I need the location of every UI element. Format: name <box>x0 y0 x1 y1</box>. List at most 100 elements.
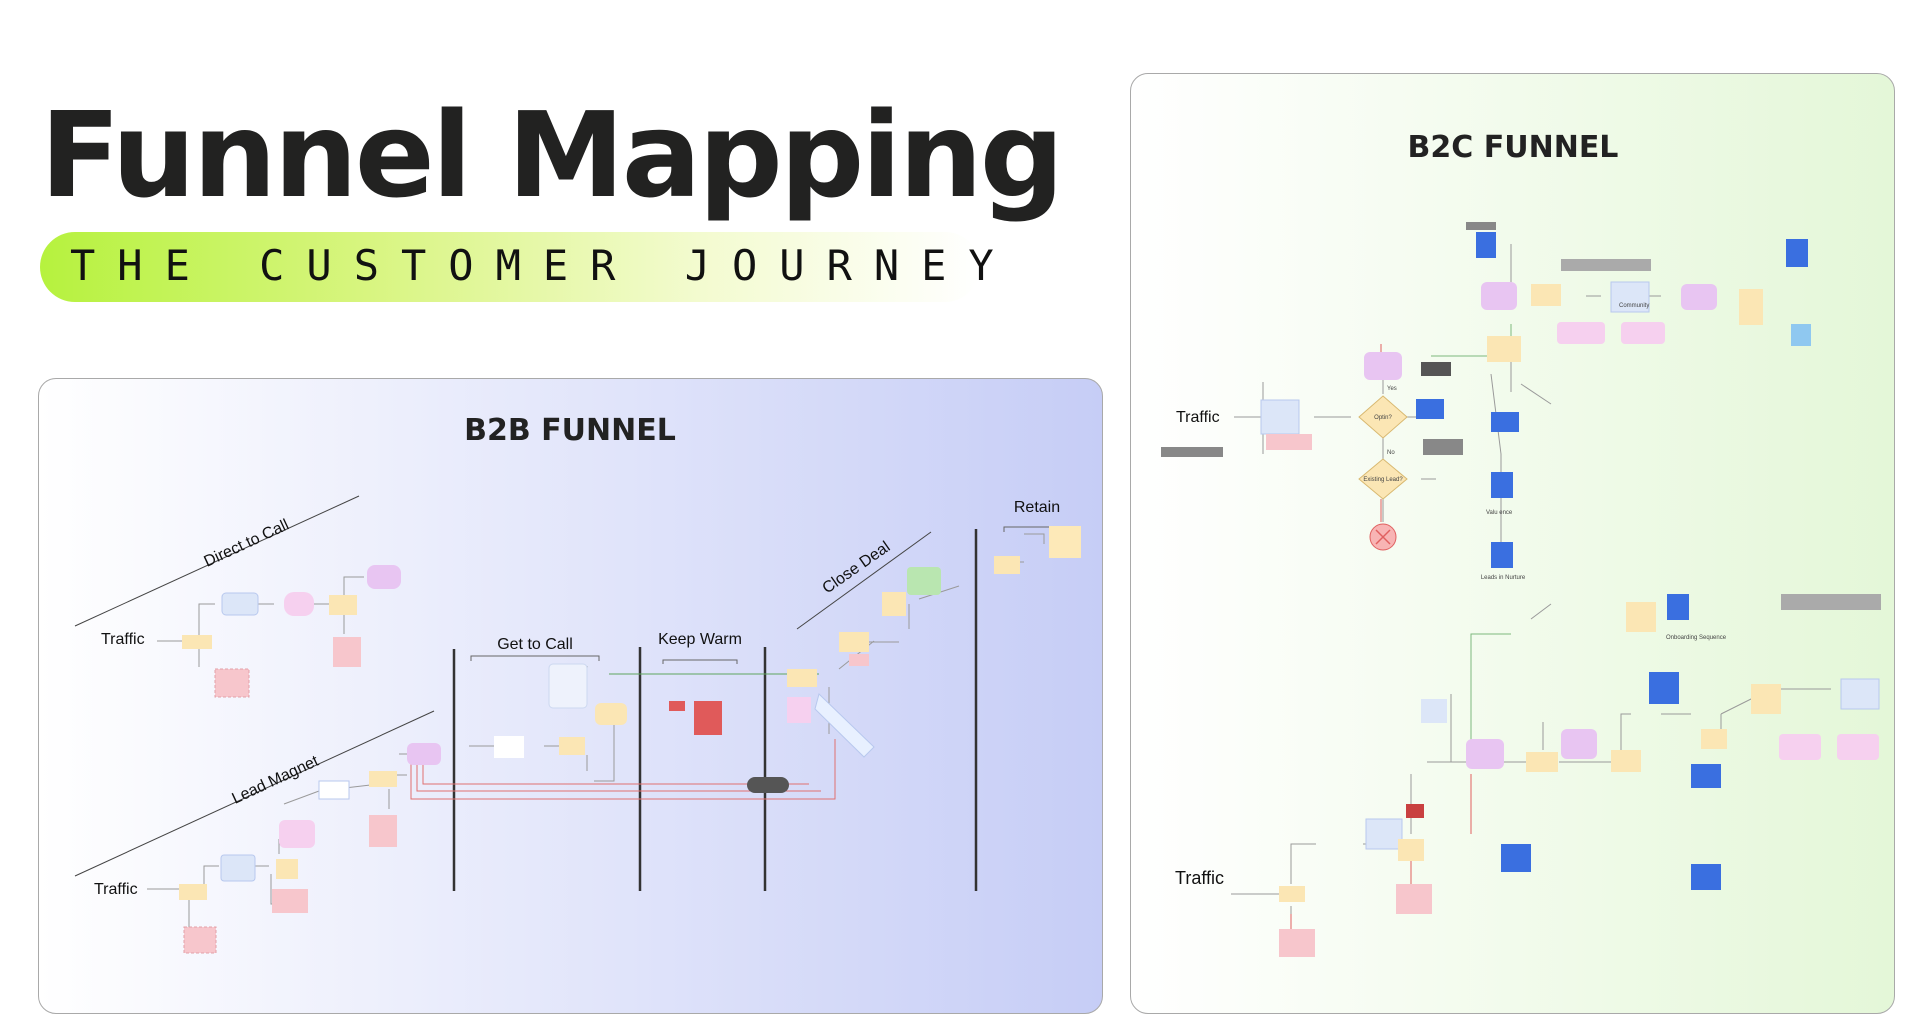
subtitle-highlight <box>40 232 980 302</box>
b2b-node <box>907 567 941 595</box>
b2c-node <box>1779 734 1821 760</box>
b2c-node <box>1260 399 1300 435</box>
b2c-node <box>1481 282 1517 310</box>
stage-label-get-to-call: Get to Call <box>497 636 573 653</box>
b2c-node <box>1279 886 1305 902</box>
b2b-node <box>220 854 256 882</box>
b2b-node <box>276 859 298 879</box>
b2c-node <box>1396 884 1432 914</box>
b2c-node <box>1561 259 1651 271</box>
b2c-node <box>1406 804 1424 818</box>
b2c-node <box>1621 322 1665 344</box>
b2c-funnel-panel: B2C FUNNEL Traffic Traffic <box>1130 73 1895 1014</box>
b2c-node <box>1279 929 1315 957</box>
b2b-node <box>882 592 906 616</box>
value-sequence-label: Valu ence <box>1486 510 1513 516</box>
b2c-nodes <box>1161 222 1881 957</box>
b2c-node <box>1466 222 1496 230</box>
stage-label-retain: Retain <box>1014 499 1060 516</box>
b2b-node <box>407 743 441 765</box>
b2b-node <box>548 663 588 709</box>
traffic-label-top: Traffic <box>1176 409 1220 426</box>
traffic-label-bottom: Traffic <box>94 881 138 898</box>
b2b-node <box>214 668 250 698</box>
b2b-node <box>333 637 361 667</box>
b2c-node <box>1466 739 1504 769</box>
b2b-node <box>369 815 397 847</box>
b2b-node <box>787 669 817 687</box>
b2b-node <box>669 701 685 711</box>
b2c-node <box>1610 281 1650 313</box>
b2c-node <box>1561 729 1597 759</box>
b2c-node <box>1491 542 1513 568</box>
b2c-node <box>1491 412 1519 432</box>
b2b-node <box>329 595 357 615</box>
b2b-node <box>318 780 350 800</box>
b2b-funnel-diagram: B2B FUNNEL Direct to Call Lead Magnet Ge… <box>74 413 1081 954</box>
b2c-node <box>1626 602 1656 632</box>
b2b-node <box>559 737 585 755</box>
traffic-label-bottom: Traffic <box>1175 868 1224 888</box>
b2b-node <box>595 703 627 725</box>
b2b-node <box>849 654 869 666</box>
b2b-node <box>272 889 308 913</box>
b2b-node <box>221 592 259 616</box>
stage-label-keep-warm: Keep Warm <box>658 631 742 648</box>
b2c-node <box>1398 839 1424 861</box>
b2b-title: B2B FUNNEL <box>464 413 676 448</box>
b2c-node <box>1786 239 1808 267</box>
stage-label-lead-magnet: Lead Magnet <box>230 753 322 808</box>
no-label: No <box>1387 450 1395 456</box>
b2c-decision-node <box>1358 458 1408 500</box>
b2c-node <box>1691 764 1721 788</box>
b2c-node <box>1476 232 1496 258</box>
b2c-decision-node <box>1358 395 1408 439</box>
b2c-node <box>1667 594 1689 620</box>
stage-label-close-deal: Close Deal <box>820 538 894 597</box>
cursor-arrow-icon <box>814 693 875 758</box>
b2c-node <box>1364 352 1402 380</box>
b2c-node <box>1840 678 1880 710</box>
yes-label: Yes <box>1387 386 1397 392</box>
b2b-node <box>494 736 524 758</box>
b2c-funnel-diagram: B2C FUNNEL Traffic Traffic <box>1161 130 1881 957</box>
b2c-node <box>1421 362 1451 376</box>
b2c-node <box>1491 472 1513 498</box>
b2b-node <box>182 635 212 649</box>
b2b-node <box>787 697 811 723</box>
b2c-title: B2C FUNNEL <box>1408 130 1619 165</box>
b2c-node <box>1365 818 1403 850</box>
b2c-node <box>1739 289 1763 325</box>
onboarding-label: Onboarding Sequence <box>1666 635 1727 641</box>
b2b-node <box>279 820 315 848</box>
community-label: Community <box>1619 303 1649 309</box>
b2c-node <box>1681 284 1717 310</box>
stage-dividers <box>452 529 978 891</box>
b2b-nodes <box>179 526 1081 954</box>
b2c-node <box>1701 729 1727 749</box>
b2b-node <box>839 632 869 652</box>
b2c-node <box>1781 594 1881 610</box>
b2c-node <box>1501 844 1531 872</box>
close-icon <box>1375 529 1391 545</box>
b2b-node <box>183 926 217 954</box>
b2c-node <box>1423 439 1463 455</box>
b2c-node <box>1487 336 1521 362</box>
b2c-node <box>1531 284 1561 306</box>
b2b-node <box>284 592 314 616</box>
b2c-node <box>1691 864 1721 890</box>
b2b-node <box>747 777 789 793</box>
b2c-node <box>1751 684 1781 714</box>
diagonal-stage-lines <box>74 495 932 877</box>
b2b-node <box>369 771 397 787</box>
b2c-node <box>1649 672 1679 704</box>
b2b-node <box>1049 526 1081 558</box>
b2c-node <box>1557 322 1605 344</box>
b2b-node <box>994 556 1020 574</box>
b2c-connectors <box>1231 244 1831 944</box>
leads-in-nurture-label: Leads in Nurture <box>1481 575 1526 581</box>
b2b-node <box>694 701 722 735</box>
subtitle: THE CUSTOMER JOURNEY <box>70 241 1016 290</box>
optin-label: Optin? <box>1374 415 1392 421</box>
b2b-node <box>179 884 207 900</box>
